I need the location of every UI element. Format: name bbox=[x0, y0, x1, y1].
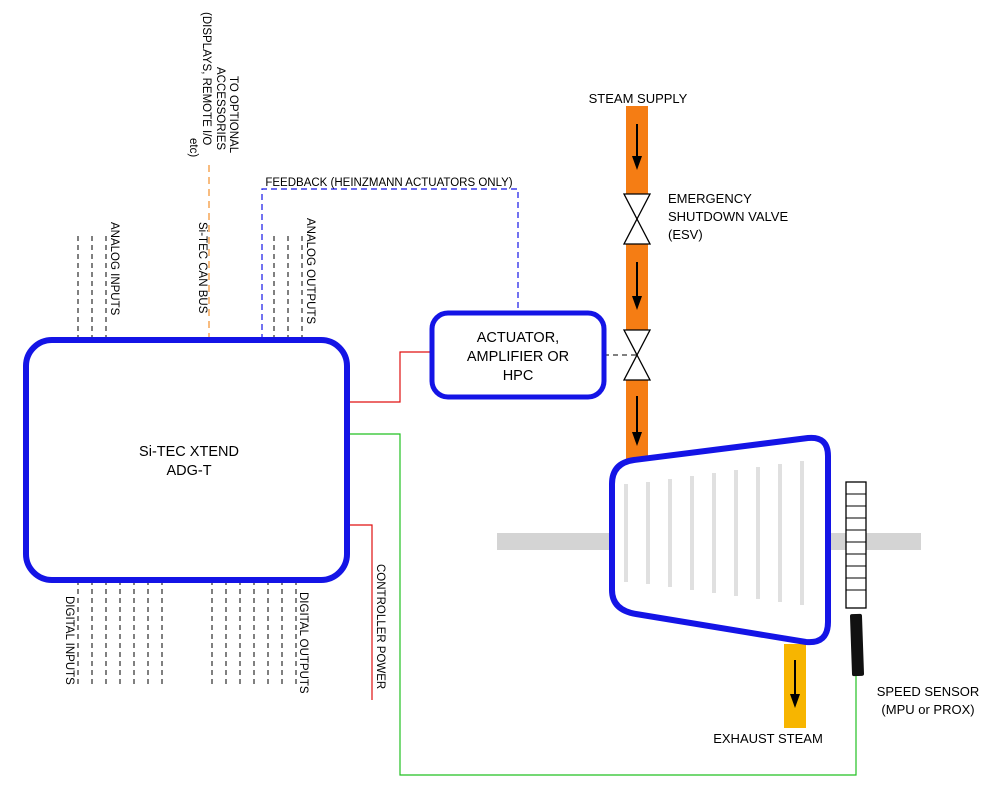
digital-outputs-label: DIGITAL OUTPUTS bbox=[297, 592, 309, 694]
control-valve bbox=[622, 329, 652, 381]
controller-power-label: CONTROLLER POWER bbox=[374, 564, 386, 689]
emergency-shutdown-valve bbox=[622, 193, 652, 245]
speed-sensor-label-line2: (MPU or PROX) bbox=[881, 702, 974, 717]
esv-label-line3: (ESV) bbox=[668, 227, 703, 242]
actuator-label-line2: AMPLIFIER OR bbox=[467, 349, 569, 365]
esv-label-line1: EMERGENCY bbox=[668, 191, 752, 206]
accessories-label-line1: TO OPTIONAL bbox=[227, 76, 239, 154]
analog-inputs-label: ANALOG INPUTS bbox=[108, 222, 120, 316]
analog-output-wires bbox=[273, 236, 303, 340]
feedback-line bbox=[261, 188, 519, 340]
actuator-power-line bbox=[347, 351, 432, 403]
speed-sensor-gear bbox=[845, 481, 867, 609]
speed-signal-line bbox=[347, 433, 857, 776]
flow-arrow-supply-3 bbox=[632, 396, 642, 446]
steam-supply-label: STEAM SUPPLY bbox=[589, 91, 688, 106]
turbine-blades bbox=[624, 461, 804, 605]
actuator-label-line1: ACTUATOR, bbox=[477, 330, 559, 346]
accessories-label-line2: ACCESSORIES bbox=[214, 67, 226, 150]
controller-box bbox=[23, 337, 350, 583]
flow-arrow-exhaust bbox=[790, 660, 800, 708]
controller-name: Si-TEC XTEND bbox=[139, 444, 239, 460]
can-bus-label: Si-TEC CAN BUS bbox=[196, 222, 208, 314]
accessories-label-line3: (DISPLAYS, REMOTE I/O bbox=[200, 12, 212, 145]
accessories-label-line4: etc) bbox=[187, 138, 199, 157]
controller-model: ADG-T bbox=[166, 463, 211, 479]
steam-turbine bbox=[609, 434, 831, 646]
analog-outputs-label: ANALOG OUTPUTS bbox=[304, 218, 316, 324]
exhaust-steam-label: EXHAUST STEAM bbox=[713, 731, 823, 746]
actuator-box bbox=[429, 310, 607, 400]
speed-sensor-probe bbox=[849, 613, 865, 677]
feedback-label: FEEDBACK (HEINZMANN ACTUATORS ONLY) bbox=[265, 177, 512, 189]
digital-output-wires bbox=[211, 580, 297, 688]
actuator-label-line3: HPC bbox=[503, 368, 534, 384]
speed-sensor-label-line1: SPEED SENSOR bbox=[877, 684, 980, 699]
digital-inputs-label: DIGITAL INPUTS bbox=[63, 596, 75, 685]
esv-label-line2: SHUTDOWN VALVE bbox=[668, 209, 788, 224]
controller-power-line bbox=[347, 524, 373, 700]
flow-arrow-supply-2 bbox=[632, 262, 642, 310]
analog-input-wires bbox=[77, 236, 107, 340]
digital-input-wires bbox=[77, 580, 163, 688]
flow-arrow-supply-1 bbox=[632, 124, 642, 170]
